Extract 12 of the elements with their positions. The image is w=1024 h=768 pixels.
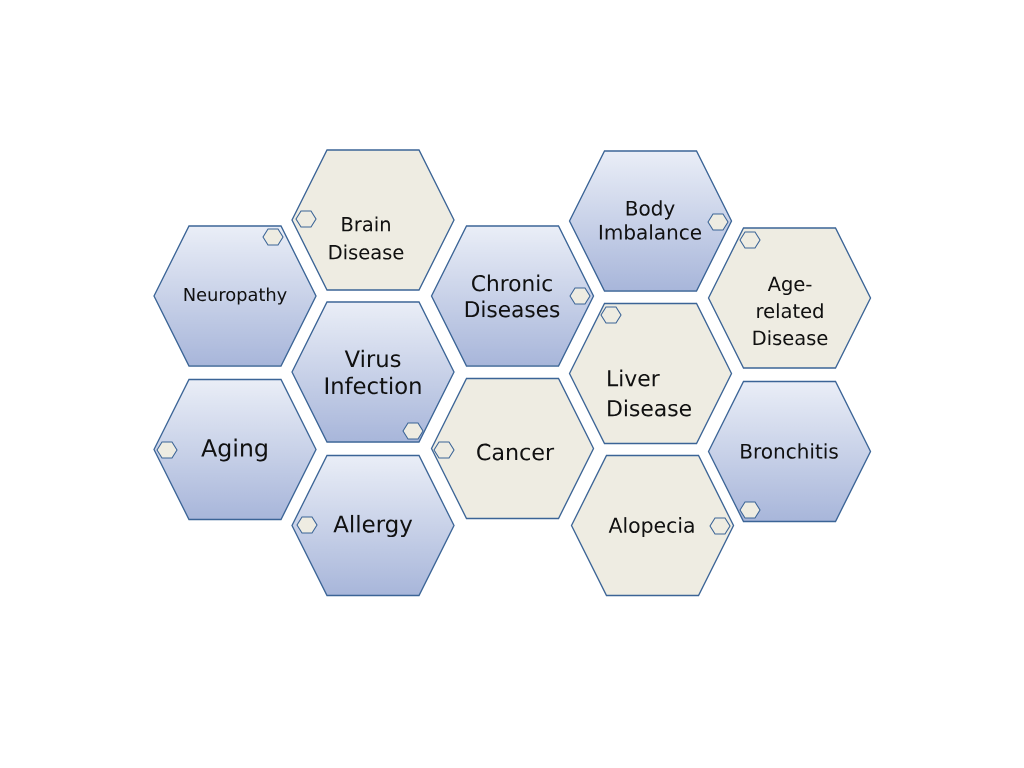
hexagon-tile: Body Imbalance: [568, 150, 733, 292]
hexagon-tile: Aging: [153, 378, 317, 521]
hexagon-tile: Brain Disease: [291, 149, 455, 291]
hexagon-tile: Allergy: [291, 454, 455, 597]
hexagon-tile: Neuropathy: [153, 225, 317, 367]
hexagon-tile: Liver Disease: [568, 302, 733, 445]
hexagon-tile: Bronchitis: [707, 380, 872, 523]
hexagon-tile: Alopecia: [570, 454, 735, 597]
hexagon-tile: Chronic Diseases: [430, 225, 595, 367]
hexagon-tile: Virus Infection: [291, 301, 455, 443]
hexagon-tile: Age- related Disease: [707, 227, 872, 369]
hexagon-tile: Cancer: [430, 377, 595, 520]
